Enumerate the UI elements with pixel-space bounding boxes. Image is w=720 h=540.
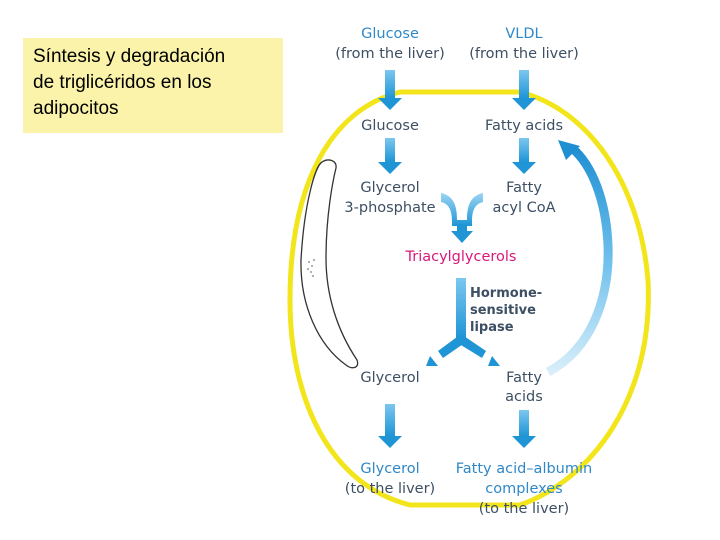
label-glycerol-liver-2: (to the liver) [345, 481, 435, 497]
label-fatty-acyl-coa-2: acyl CoA [493, 200, 556, 216]
caption-line-2: de triglicéridos en los [33, 72, 212, 93]
label-fatty-acids-out-1: Fatty [506, 370, 542, 386]
label-glycerol-liver-1: Glycerol [360, 461, 419, 477]
label-glycerol-out: Glycerol [360, 370, 419, 386]
arrow-fattyacid-recycle [545, 140, 613, 376]
arrow-vldl-entry [512, 70, 536, 110]
label-fatty-acyl-coa-1: Fatty [506, 180, 542, 196]
arrow-fattyacids-to-acylcoa [512, 138, 536, 174]
label-fatty-acids-in: Fatty acids [485, 118, 563, 134]
caption-box: Síntesis y degradación de triglicéridos … [23, 38, 283, 133]
arrow-lipolysis-split [426, 278, 500, 366]
caption-line-1: Síntesis y degradación [33, 46, 226, 67]
nucleus [300, 159, 359, 369]
label-vldl-source-2: (from the liver) [469, 46, 579, 62]
label-albumin-complex-1: Fatty acid–albumin [456, 461, 592, 477]
arrow-glucose-to-glycerol3p [378, 138, 402, 174]
label-glycerol-3p-1: Glycerol [360, 180, 419, 196]
arrow-fattyacids-to-liver [512, 410, 536, 448]
label-enzyme-1: Hormone- [470, 286, 542, 301]
label-glucose-source-1: Glucose [361, 26, 419, 42]
label-albumin-complex-2: complexes [485, 481, 562, 497]
cell-membrane [287, 89, 651, 508]
label-glucose-source-2: (from the liver) [335, 46, 445, 62]
label-albumin-complex-3: (to the liver) [479, 501, 569, 517]
nucleus-texture [307, 259, 315, 277]
caption-line-3: adipocitos [33, 98, 119, 119]
arrow-glucose-entry [378, 70, 402, 110]
label-triacylglycerols: Triacylglycerols [405, 249, 517, 265]
label-fatty-acids-out-2: acids [505, 389, 543, 405]
arrow-synthesis-merge [441, 193, 483, 243]
label-glycerol-3p-2: 3-phosphate [344, 200, 435, 216]
arrow-glycerol-to-liver [378, 404, 402, 448]
label-vldl-source-1: VLDL [505, 26, 542, 42]
label-enzyme-3: lipase [470, 320, 514, 335]
label-enzyme-2: sensitive [470, 303, 536, 318]
label-glucose-in: Glucose [361, 118, 419, 134]
